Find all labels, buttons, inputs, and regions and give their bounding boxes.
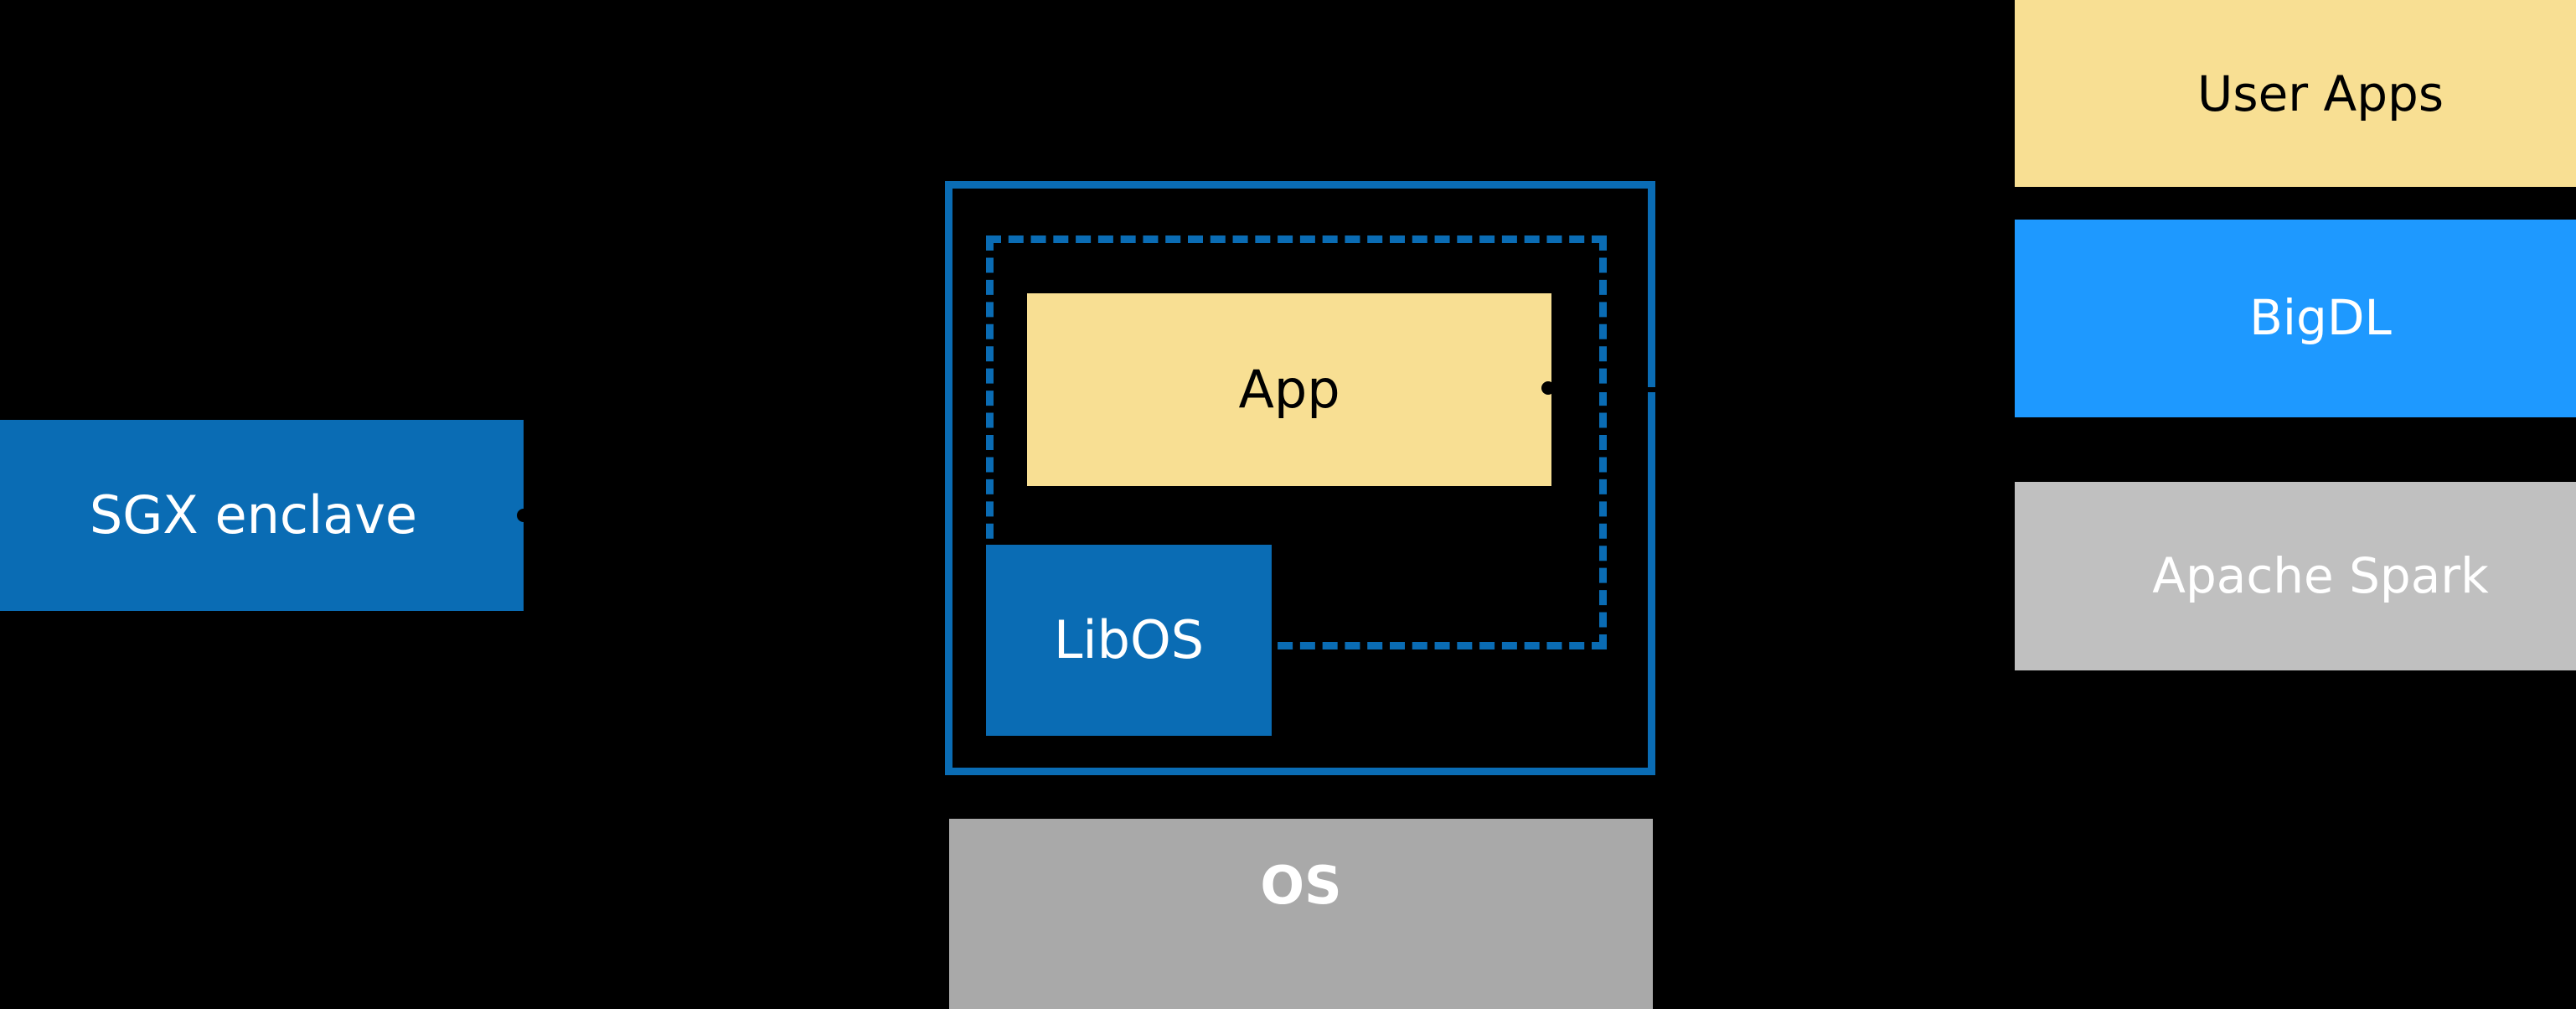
apache-spark-box[interactable]: Apache Spark [2015, 482, 2576, 670]
sgx-enclave-label: SGX enclave [89, 484, 418, 546]
sgx-enclave-box[interactable]: SGX enclave [0, 420, 524, 611]
os-box[interactable]: OS [949, 819, 1653, 1009]
libos-label: LibOS [1053, 608, 1205, 670]
app-label: App [1238, 358, 1340, 420]
bigdl-label: BigDL [2249, 289, 2392, 347]
os-label: OS [1260, 855, 1342, 916]
connector-sgx-endpoint-dot [517, 509, 530, 522]
enclave-boundary-frame [945, 181, 1655, 775]
app-box[interactable]: App [1027, 293, 1551, 486]
user-apps-box[interactable]: User Apps [2015, 0, 2576, 187]
user-apps-label: User Apps [2197, 65, 2444, 123]
connector-app-to-user-apps [1551, 387, 2021, 392]
bigdl-box[interactable]: BigDL [2015, 220, 2576, 417]
libos-box[interactable]: LibOS [986, 545, 1272, 736]
connector-app-endpoint-dot [1541, 381, 1555, 395]
connector-sgx-to-enclave [524, 515, 947, 520]
trusted-boundary-dashed-frame [986, 235, 1607, 649]
apache-spark-label: Apache Spark [2152, 546, 2489, 604]
